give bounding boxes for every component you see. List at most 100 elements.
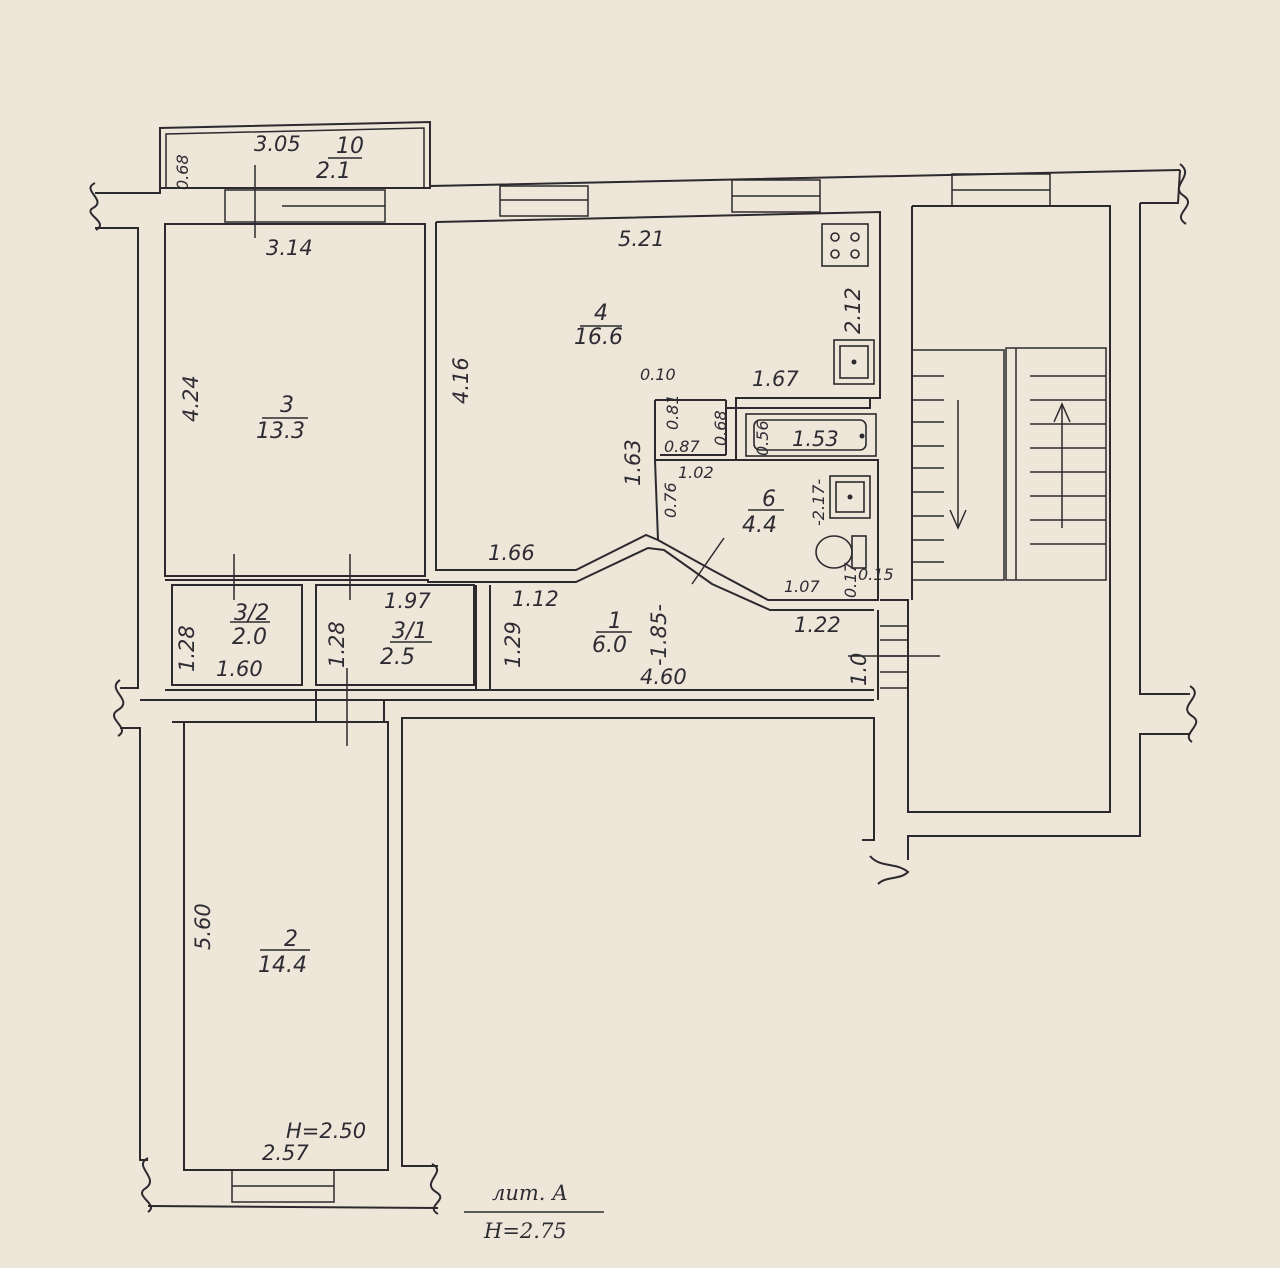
bathroom-sink-icon: [829, 475, 871, 519]
room-3-2-width: 1.60: [216, 657, 263, 681]
balcony-rail-inner: [165, 127, 425, 188]
outer-bottom-wall: [147, 1205, 439, 1209]
dim-102: 1.02: [678, 463, 714, 482]
dim-068: 0.68: [711, 410, 730, 446]
dim-163: 1.63: [621, 439, 645, 486]
balcony-width: 3.05: [254, 132, 301, 156]
outer-left-wall: [95, 227, 139, 689]
legend: лит. А H=2.75: [464, 1181, 604, 1243]
door-marks: [233, 165, 940, 746]
dim-107: 1.07: [784, 577, 820, 596]
room-4-left-walls: [435, 222, 659, 571]
room-4-bottom: 1.66: [488, 541, 535, 565]
room-number: 10: [336, 134, 364, 159]
break-mark-top-right: [1177, 163, 1190, 225]
dim-081: 0.81: [663, 394, 682, 430]
balcony-depth: 0.68: [173, 154, 192, 190]
dim-217: -2.17-: [809, 479, 828, 526]
stair-steps-left: [912, 349, 1005, 581]
windows: [224, 173, 1051, 1203]
bathtub-icon: [745, 413, 877, 457]
dim-010: 0.10: [640, 365, 676, 384]
room-number: 6: [762, 487, 776, 512]
dim-017: 0.17: [841, 562, 860, 598]
room-4-width: 5.21: [618, 227, 665, 251]
corridor-122: 1.22: [794, 613, 841, 637]
kitchen-step: 1.67: [752, 367, 799, 391]
stair-flight-right: [1005, 347, 1107, 581]
room-area: 13.3: [256, 419, 305, 444]
room-3-1-length: 1.28: [325, 621, 349, 668]
kitchen-sink-icon: [833, 339, 875, 385]
dimension-labels: 3.05 0.68 3.14 4.24 5.21 4.16 2.12 1.67 …: [173, 132, 894, 1165]
room-number: 1: [608, 609, 622, 634]
room-2-width: 2.57: [262, 1141, 309, 1165]
toilet-icon: [815, 535, 867, 569]
corridor-129: 1.29: [501, 621, 525, 668]
room-number: 4: [594, 301, 608, 326]
break-mark-stair: [869, 855, 910, 885]
stair-walls: [880, 205, 1111, 813]
bath-length: 1.53: [792, 427, 839, 451]
door-mark-wc: [691, 537, 725, 585]
break-mark-bottom-left: [141, 1157, 152, 1213]
corridor-460: 4.60: [640, 665, 687, 689]
outer-right-wall: [1139, 203, 1190, 695]
window-room-4-left: [499, 185, 589, 217]
room-3-2-walls: [171, 584, 303, 686]
room-3-label: 3 13.3: [256, 393, 308, 444]
room-3-width: 3.14: [266, 236, 313, 260]
room-4-walls: [435, 210, 881, 601]
room-3-1-label: 3/1 2.5: [380, 619, 432, 670]
outer-right-wall-lower: [907, 733, 1190, 860]
dim-015: 0.15: [858, 565, 894, 584]
balcony: [159, 120, 431, 188]
room-3-walls: [164, 223, 426, 577]
room-6-label: 6 4.4: [742, 487, 784, 538]
legend-letter: лит. А: [492, 1181, 568, 1205]
room-2-length: 5.60: [191, 903, 215, 950]
down-arrow-head-icon: [949, 509, 967, 530]
corridor-10: 1.0: [847, 653, 871, 686]
room-area: 2.1: [316, 159, 351, 184]
inner-bottom-wall-right: [401, 717, 875, 1167]
room-3-2-length: 1.28: [175, 625, 199, 672]
up-arrow-head-icon: [1053, 402, 1071, 423]
room-area: 6.0: [592, 633, 627, 658]
room-2-height: H=2.50: [286, 1119, 366, 1143]
stairs: [912, 347, 1107, 581]
corridor-112: 1.12: [512, 587, 559, 611]
legend-height: H=2.75: [483, 1219, 567, 1243]
stove-icon: [821, 223, 869, 267]
balcony-rail: [159, 120, 431, 188]
dim-087: 0.87: [664, 437, 700, 456]
walls: [89, 163, 1198, 1215]
bath-width: 0.56: [753, 420, 772, 456]
room-1-label: 1 6.0: [592, 609, 632, 658]
outer-top-wall: [95, 169, 1181, 194]
room-area: 2.5: [380, 645, 415, 670]
dim-076: 0.76: [661, 482, 680, 518]
corridor-top-wall: [165, 546, 874, 611]
room-area: 14.4: [258, 953, 307, 978]
outer-left-wall-lower: [120, 727, 148, 1161]
room-4-length: 4.16: [449, 357, 473, 404]
room-3-1-width: 1.97: [384, 589, 431, 613]
room-labels: 10 2.1 3 13.3 4 16.6 3/2 2.0 3/1 2.5 1 6…: [230, 134, 784, 978]
break-mark-bottom: [429, 1163, 442, 1215]
room-3-2-label: 3/2 2.0: [230, 601, 270, 650]
outer-top-wall-right: [1140, 169, 1181, 204]
room-area: 4.4: [742, 513, 777, 538]
room-4-label: 4 16.6: [574, 301, 623, 350]
break-mark-top-left: [89, 182, 101, 231]
kitchen-right-length: 2.12: [841, 287, 865, 334]
room-2-label: 2 14.4: [258, 927, 310, 978]
room-area: 16.6: [574, 325, 623, 350]
kitchen-inner-wall: [726, 398, 871, 409]
room-number: 3/1: [392, 619, 427, 644]
corridor-185: -1.85-: [647, 604, 671, 666]
room-area: 2.0: [232, 625, 267, 650]
fixtures: [745, 223, 877, 569]
room-3-length: 4.24: [179, 375, 203, 422]
